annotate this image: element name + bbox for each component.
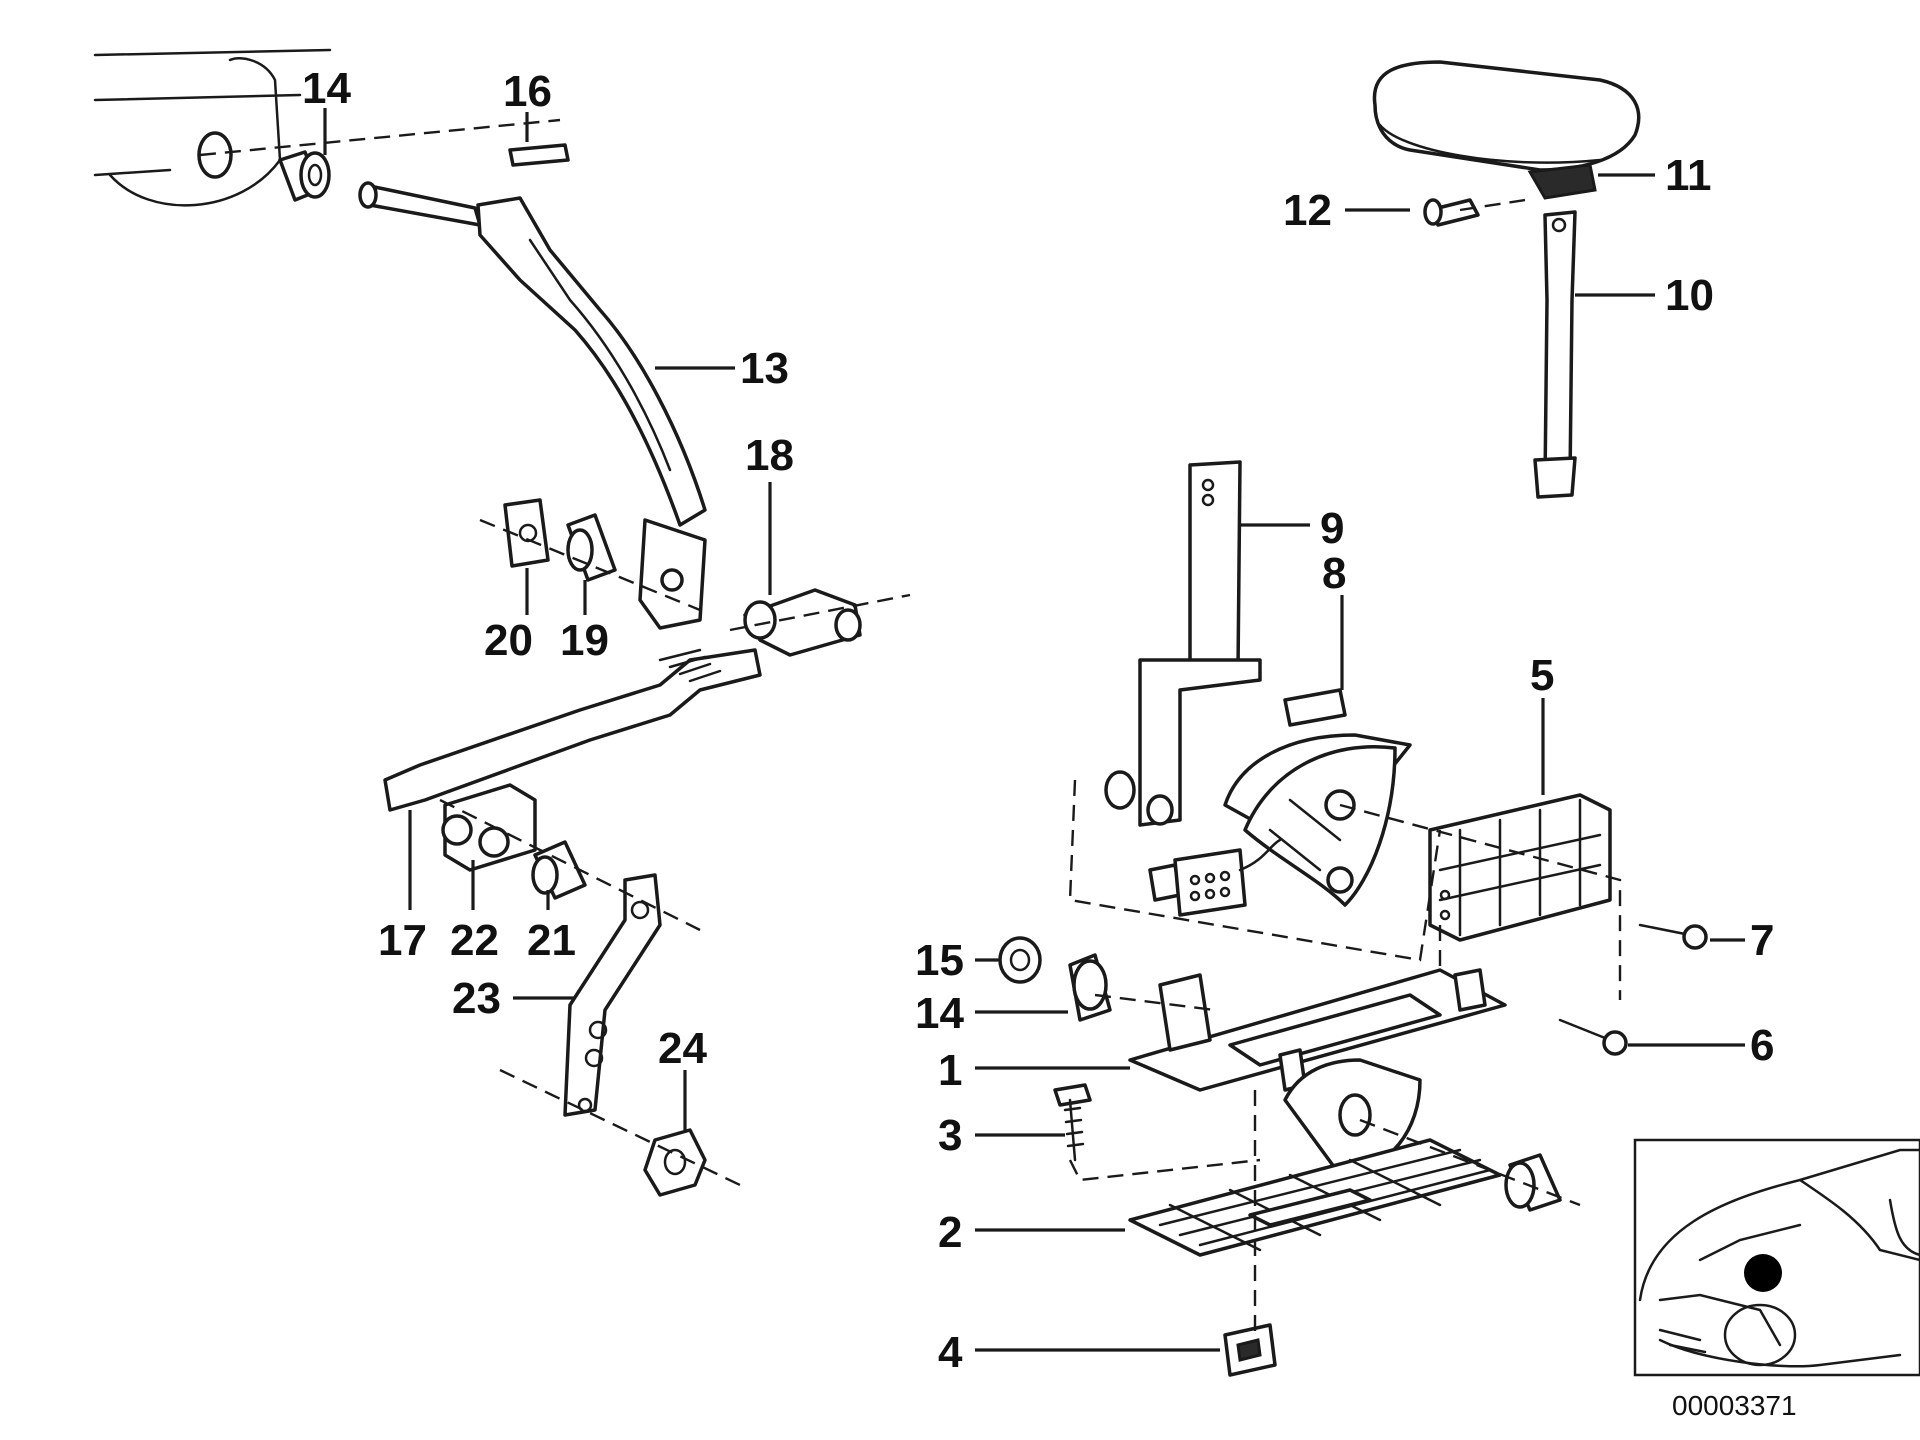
callout-1: 1 xyxy=(938,1046,962,1095)
callout-13: 13 xyxy=(740,344,789,393)
screw-6 xyxy=(1558,1018,1628,1056)
callout-14-left: 14 xyxy=(302,64,351,113)
callout-23: 23 xyxy=(452,974,501,1023)
axis-line xyxy=(1068,1158,1261,1182)
callout-14-right: 14 xyxy=(915,989,964,1038)
callout-18: 18 xyxy=(745,431,794,480)
callout-20: 20 xyxy=(484,616,533,665)
lever-rod-10 xyxy=(1533,210,1577,499)
grid-plate-2 xyxy=(1128,1138,1502,1257)
shift-knob-11 xyxy=(1372,60,1641,200)
nut-24 xyxy=(643,1128,707,1197)
callout-2: 2 xyxy=(938,1208,962,1257)
bracket-18 xyxy=(743,588,862,657)
callout-4: 4 xyxy=(938,1328,963,1377)
axis-line xyxy=(729,593,911,632)
housing-base-1 xyxy=(1128,968,1507,1177)
axis-line xyxy=(1459,198,1526,212)
callout-17: 17 xyxy=(378,916,427,965)
screw-3 xyxy=(1053,1083,1092,1162)
pin-16 xyxy=(508,143,570,167)
bushing-rear xyxy=(1504,1153,1562,1212)
screw-12 xyxy=(1423,198,1480,227)
callout-8: 8 xyxy=(1322,549,1346,598)
callout-21: 21 xyxy=(527,916,576,965)
axis-line xyxy=(1339,803,1622,1000)
callout-22: 22 xyxy=(450,916,499,965)
lever-9 xyxy=(1138,460,1262,827)
bushing-21 xyxy=(531,840,587,900)
connector-plug xyxy=(1148,838,1282,917)
axis-line xyxy=(1359,1118,1581,1207)
callout-24: 24 xyxy=(658,1024,707,1073)
callout-9: 9 xyxy=(1320,504,1344,553)
bushing-19 xyxy=(566,513,617,582)
callout-11: 11 xyxy=(1665,151,1712,200)
selector-rod-17 xyxy=(383,648,762,812)
callout-7: 7 xyxy=(1750,916,1774,965)
bracket-arm xyxy=(1104,770,1174,826)
callout-6: 6 xyxy=(1750,1021,1774,1070)
bushing-14-right xyxy=(1068,953,1112,1022)
selector-lever-13 xyxy=(358,181,707,630)
bushing-14-left xyxy=(278,150,331,202)
callout-19: 19 xyxy=(560,616,609,665)
bracket-23 xyxy=(563,873,662,1117)
axis-line xyxy=(1094,993,1216,1012)
callout-10: 10 xyxy=(1665,271,1714,320)
selector-segment xyxy=(1243,745,1397,907)
axis-line xyxy=(1068,779,1442,962)
indicator-housing-5 xyxy=(1428,793,1612,942)
callout-16: 16 xyxy=(503,67,552,116)
callout-15: 15 xyxy=(915,936,964,985)
screw-7 xyxy=(1638,923,1708,950)
axis-line xyxy=(499,1068,741,1187)
axis-line xyxy=(479,518,701,612)
vehicle-locator-inset xyxy=(1633,1138,1920,1377)
axis-line xyxy=(199,118,561,157)
location-marker-dot xyxy=(1744,1254,1782,1292)
callout-5: 5 xyxy=(1530,651,1554,700)
bracket-22 xyxy=(441,783,537,872)
transmission-housing xyxy=(93,48,332,207)
washer-15 xyxy=(998,936,1042,984)
callout-12: 12 xyxy=(1283,186,1332,235)
callout-labels: 14 16 13 18 20 19 17 22 21 23 24 12 11 1… xyxy=(302,64,1774,1377)
callout-3: 3 xyxy=(938,1111,962,1160)
callout-leaders xyxy=(323,108,1745,1352)
nut-20 xyxy=(503,498,550,568)
clip-4 xyxy=(1223,1323,1277,1377)
reference-number: 00003371 xyxy=(1672,1390,1797,1421)
